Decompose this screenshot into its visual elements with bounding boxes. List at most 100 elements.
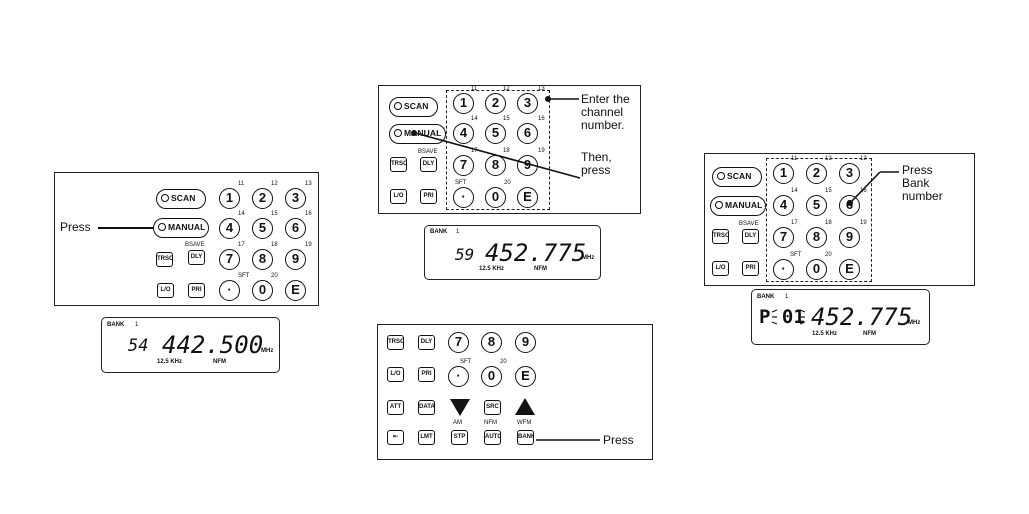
lockout-button-3[interactable]: L/O bbox=[387, 367, 404, 382]
key-9-2[interactable]: 9 bbox=[517, 155, 538, 176]
key-7[interactable]: 7 bbox=[219, 249, 240, 270]
search-button[interactable]: SRC bbox=[484, 400, 501, 415]
key-2[interactable]: 2 bbox=[252, 188, 273, 209]
key-7-2[interactable]: 7 bbox=[453, 155, 474, 176]
key-8-4[interactable]: 8 bbox=[806, 227, 827, 248]
lockout-button-4[interactable]: L/O bbox=[712, 261, 729, 276]
manual-button[interactable]: MANUAL bbox=[153, 218, 209, 238]
key-3-4[interactable]: 3 bbox=[839, 163, 860, 184]
manual-button-label-4: MANUAL bbox=[725, 200, 763, 210]
label-17-2: 17 bbox=[471, 148, 478, 154]
manual-button-label: MANUAL bbox=[168, 222, 206, 232]
display-2-bank-value: 1 bbox=[456, 229, 460, 235]
label-18: 18 bbox=[271, 242, 278, 248]
key-e-2[interactable]: E bbox=[517, 187, 538, 208]
label-20: 20 bbox=[271, 273, 278, 279]
key-1[interactable]: 1 bbox=[219, 188, 240, 209]
bank-button[interactable]: BANK bbox=[517, 430, 534, 445]
key-9-3[interactable]: 9 bbox=[515, 332, 536, 353]
scan-button-4[interactable]: SCAN bbox=[712, 167, 762, 187]
label-14-4: 14 bbox=[791, 188, 798, 194]
scan-button[interactable]: SCAN bbox=[156, 189, 206, 209]
key-8-3[interactable]: 8 bbox=[481, 332, 502, 353]
priority-button-4[interactable]: PRI bbox=[742, 261, 759, 276]
key-e[interactable]: E bbox=[285, 280, 306, 301]
key-9-4[interactable]: 9 bbox=[839, 227, 860, 248]
key-6[interactable]: 6 bbox=[285, 218, 306, 239]
key-4-4[interactable]: 4 bbox=[773, 195, 794, 216]
key-1-4[interactable]: 1 bbox=[773, 163, 794, 184]
display-1-bank-value: 1 bbox=[135, 322, 139, 328]
key-e-4[interactable]: E bbox=[839, 259, 860, 280]
key-dot-4[interactable]: · bbox=[773, 259, 794, 280]
delay-button-4[interactable]: DLY bbox=[742, 229, 759, 244]
key-4-2[interactable]: 4 bbox=[453, 123, 474, 144]
manual-button-label-2: MANUAL bbox=[404, 128, 442, 138]
delay-button-2[interactable]: DLY bbox=[420, 157, 437, 172]
manual-led-icon-2 bbox=[394, 129, 402, 137]
priority-button-2[interactable]: PRI bbox=[420, 189, 437, 204]
step-button[interactable]: STP bbox=[451, 430, 468, 445]
label-nfm: NFM bbox=[484, 420, 497, 426]
limit-button[interactable]: LMT bbox=[418, 430, 435, 445]
key-dot[interactable]: · bbox=[219, 280, 240, 301]
up-triangle-icon[interactable] bbox=[515, 398, 535, 415]
key-5-4[interactable]: 5 bbox=[806, 195, 827, 216]
label-18-4: 18 bbox=[825, 220, 832, 226]
key-dot-2[interactable]: · bbox=[453, 187, 474, 208]
key-2-2[interactable]: 2 bbox=[485, 93, 506, 114]
callout-press-1: Press bbox=[60, 220, 91, 234]
trace-button-4[interactable]: TRSO bbox=[712, 229, 729, 244]
key-1-2[interactable]: 1 bbox=[453, 93, 474, 114]
key-3-2[interactable]: 3 bbox=[517, 93, 538, 114]
key-8-2[interactable]: 8 bbox=[485, 155, 506, 176]
data-button[interactable]: DATA bbox=[418, 400, 435, 415]
scan-button-2[interactable]: SCAN bbox=[389, 97, 438, 117]
key-8[interactable]: 8 bbox=[252, 249, 273, 270]
down-triangle-icon[interactable] bbox=[450, 399, 470, 416]
delay-button[interactable]: DLY bbox=[188, 250, 205, 265]
display-1-mode: NFM bbox=[213, 359, 226, 365]
key-6-2[interactable]: 6 bbox=[517, 123, 538, 144]
scan-button-label-4: SCAN bbox=[727, 171, 752, 181]
hold-button[interactable]: ⇤ bbox=[387, 430, 404, 445]
trace-button-2[interactable]: TRSO bbox=[390, 157, 407, 172]
manual-button-2[interactable]: MANUAL bbox=[389, 124, 446, 144]
key-5-2[interactable]: 5 bbox=[485, 123, 506, 144]
keypad-panel-3 bbox=[377, 324, 653, 460]
priority-button-3[interactable]: PRI bbox=[418, 367, 435, 382]
key-5[interactable]: 5 bbox=[252, 218, 273, 239]
key-0[interactable]: 0 bbox=[252, 280, 273, 301]
key-0-2[interactable]: 0 bbox=[485, 187, 506, 208]
label-12-2: 12 bbox=[503, 86, 510, 92]
manual-button-4[interactable]: MANUAL bbox=[710, 196, 766, 216]
key-7-4[interactable]: 7 bbox=[773, 227, 794, 248]
key-4[interactable]: 4 bbox=[219, 218, 240, 239]
lcd-display-2 bbox=[424, 225, 601, 280]
label-15-2: 15 bbox=[503, 116, 510, 122]
lockout-button-2[interactable]: L/O bbox=[390, 189, 407, 204]
key-9[interactable]: 9 bbox=[285, 249, 306, 270]
label-16-2: 16 bbox=[538, 116, 545, 122]
key-6-4[interactable]: 6 bbox=[839, 195, 860, 216]
display-1-step: 12.5 KHz bbox=[157, 359, 183, 365]
key-3[interactable]: 3 bbox=[285, 188, 306, 209]
key-dot-3[interactable]: · bbox=[448, 366, 469, 387]
label-12: 12 bbox=[271, 181, 278, 187]
label-14: 14 bbox=[238, 211, 245, 217]
lockout-button[interactable]: L/O bbox=[157, 283, 174, 298]
priority-button[interactable]: PRI bbox=[188, 283, 205, 298]
trace-button-3[interactable]: TRSO bbox=[387, 335, 404, 350]
display-2-channel: 59 bbox=[455, 245, 475, 264]
auto-button[interactable]: AUTO bbox=[484, 430, 501, 445]
attenuator-button[interactable]: ATT bbox=[387, 400, 404, 415]
label-18-2: 18 bbox=[503, 148, 510, 154]
key-e-3[interactable]: E bbox=[515, 366, 536, 387]
key-2-4[interactable]: 2 bbox=[806, 163, 827, 184]
key-7-3[interactable]: 7 bbox=[448, 332, 469, 353]
trace-button[interactable]: TRSO bbox=[156, 252, 173, 267]
hold-arrow-icon: ⇤ bbox=[392, 434, 399, 440]
key-0-4[interactable]: 0 bbox=[806, 259, 827, 280]
delay-button-3[interactable]: DLY bbox=[418, 335, 435, 350]
key-0-3[interactable]: 0 bbox=[481, 366, 502, 387]
